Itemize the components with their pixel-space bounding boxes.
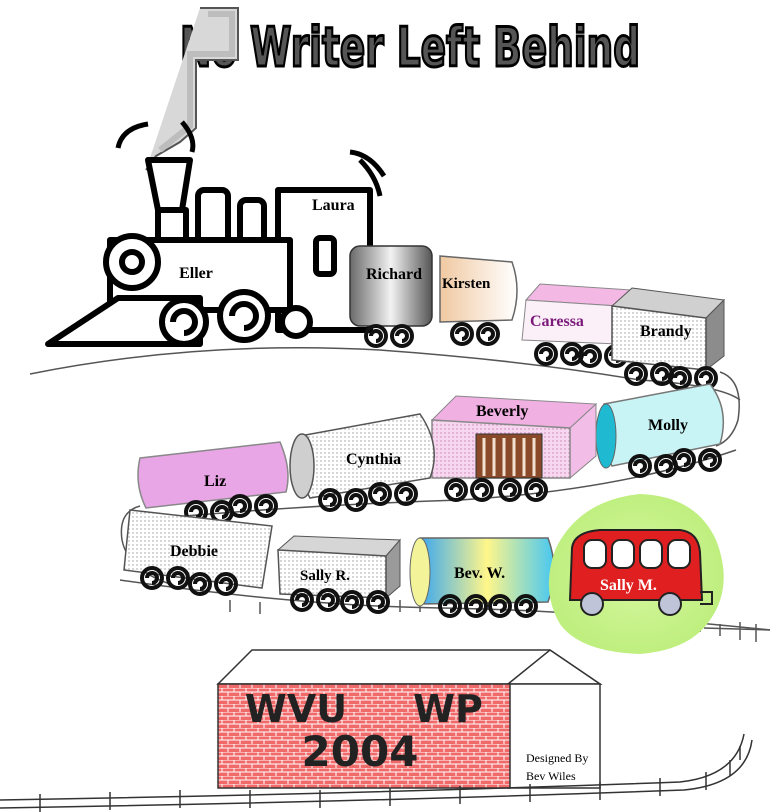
car-kirsten-label: Kirsten — [442, 276, 491, 292]
car-molly: Molly — [595, 383, 725, 478]
track-curve-right — [715, 371, 740, 447]
car-bev-w-label: Bev. W. — [454, 565, 505, 582]
car-cynthia: Cynthia — [289, 413, 435, 512]
car-debbie-label: Debbie — [170, 543, 218, 560]
credit-line-2: Bev Wiles — [526, 769, 576, 783]
track-bottom — [0, 733, 753, 812]
car-kirsten: Kirsten — [439, 255, 518, 346]
car-sally-m-label: Sally M. — [600, 577, 657, 594]
car-laura-label: Laura — [312, 197, 355, 214]
car-beverly-label: Beverly — [476, 403, 528, 420]
car-brandy: Brandy — [610, 287, 726, 390]
credit-line-1: Designed By — [526, 751, 588, 765]
car-caressa-label: Caressa — [530, 313, 584, 330]
car-beverly: Beverly — [430, 395, 598, 502]
car-caressa: Caressa — [521, 283, 634, 368]
car-sally-m: Sally M. — [548, 494, 724, 654]
locomotive — [45, 120, 387, 347]
car-molly-label: Molly — [648, 417, 688, 434]
station-sign — [217, 683, 511, 789]
car-bev-w: Bev. W. — [409, 537, 555, 618]
car-sally-r-label: Sally R. — [300, 568, 350, 584]
page-title: No Writer Left Behind — [180, 16, 640, 79]
car-sally-r: Sally R. — [276, 535, 402, 614]
sign-wp: WP — [413, 687, 483, 731]
car-brandy-label: Brandy — [640, 323, 692, 340]
car-liz: Liz — [137, 441, 289, 524]
sign-wvu: WVU — [245, 687, 347, 731]
sign-year: 2004 — [302, 727, 419, 776]
car-richard-label: Richard — [366, 266, 422, 283]
car-liz-label: Liz — [204, 473, 226, 490]
car-cynthia-label: Cynthia — [346, 451, 401, 468]
station-building — [216, 649, 603, 789]
car-eller-label: Eller — [179, 265, 213, 282]
car-richard: Richard — [349, 245, 433, 348]
car-debbie: Debbie — [123, 509, 273, 596]
title-banner: No Writer Left Behind — [179, 15, 642, 81]
